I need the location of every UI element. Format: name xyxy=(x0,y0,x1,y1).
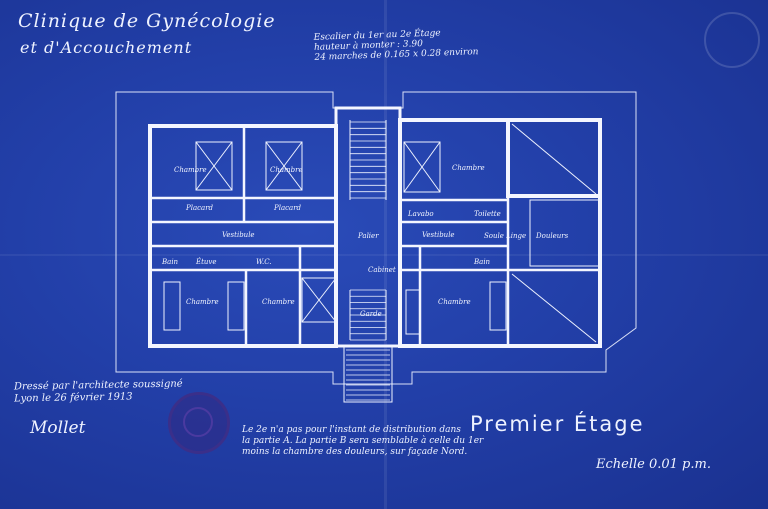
room-label-chambre-3: Chambre xyxy=(452,164,485,172)
scale-note: Echelle 0.01 p.m. xyxy=(596,457,711,472)
room-label-garde: Garde xyxy=(360,310,382,318)
room-label-douleurs: Douleurs xyxy=(536,232,569,240)
room-label-palier: Palier xyxy=(358,232,379,240)
title-line-2: et d'Accouchement xyxy=(20,38,193,57)
room-label-bain-right: Bain xyxy=(474,258,491,266)
room-label-toilette: Toilette xyxy=(474,210,501,218)
room-label-lavabo: Lavabo xyxy=(408,210,434,218)
floor-title: Premier Étage xyxy=(470,412,645,436)
room-label-vestibule-left: Vestibule xyxy=(222,231,255,239)
architect-signature: Mollet xyxy=(30,418,86,438)
fold-crease-horizontal xyxy=(0,254,768,256)
official-stamp xyxy=(168,392,230,454)
room-label-chambre-2: Chambre xyxy=(270,166,303,174)
distribution-note: Le 2e n'a pas pour l'instant de distribu… xyxy=(242,425,484,457)
fold-crease-vertical xyxy=(384,0,387,509)
room-label-chambre-4: Chambre xyxy=(186,298,219,306)
room-label-placard-1: Placard xyxy=(186,204,214,212)
stamp-inner-ring xyxy=(183,407,213,437)
room-label-chambre-5: Chambre xyxy=(262,298,295,306)
room-label-cabinet: Cabinet xyxy=(368,266,396,274)
room-label-chambre-6: Chambre xyxy=(438,298,471,306)
faint-stamp xyxy=(704,12,760,68)
room-label-wc: W.C. xyxy=(256,258,272,266)
room-label-placard-2: Placard xyxy=(274,204,302,212)
title-line-1: Clinique de Gynécologie xyxy=(18,10,276,32)
room-label-etuve: Étuve xyxy=(196,258,217,266)
dressed-by-note: Dressé par l'architecte soussigné Lyon l… xyxy=(13,378,183,405)
room-label-soule-linge: Soule Linge xyxy=(484,232,527,240)
room-label-chambre-1: Chambre xyxy=(174,166,207,174)
room-label-vestibule-right: Vestibule xyxy=(422,231,455,239)
room-label-bain: Bain xyxy=(162,258,179,266)
